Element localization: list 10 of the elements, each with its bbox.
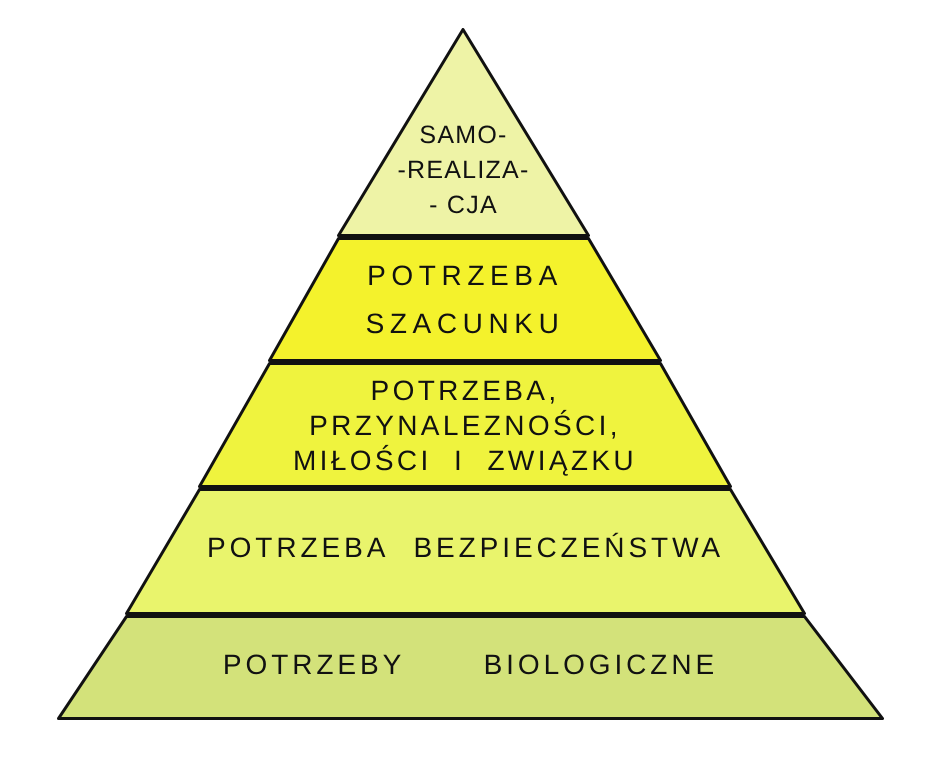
pyramid-tier	[57, 615, 884, 720]
tier-label: SAMO- -REALIZA- - CJA	[396, 120, 531, 221]
pyramid-tier	[337, 28, 590, 237]
pyramid-tier	[268, 237, 662, 362]
tier-label: POTRZEBY BIOLOGICZNE	[222, 648, 720, 682]
pyramid-tier	[125, 488, 806, 615]
tier-label: POTRZEBA SZACUNKU	[364, 259, 566, 341]
pyramid-tier	[198, 362, 732, 488]
tier-label: POTRZEBA BEZPIECZEŃSTWA	[206, 531, 725, 565]
tier-label: POTRZEBA, PRZYNALEZNOŚCI, MIŁOŚCI I ZWIĄZKU	[292, 374, 638, 478]
